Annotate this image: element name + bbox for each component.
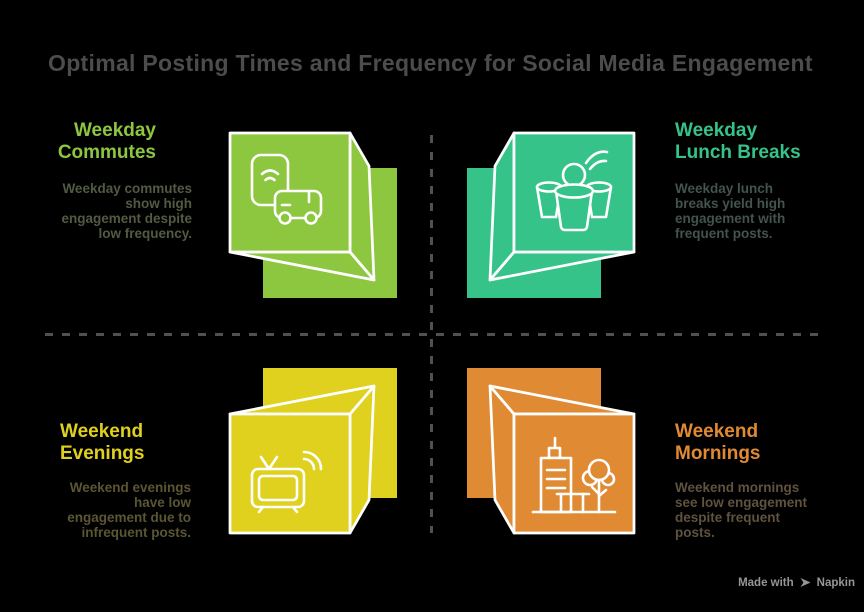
body-weekend-mornings: Weekend mornings see low engagement desp… <box>675 480 808 540</box>
napkin-logo-icon <box>800 578 811 587</box>
body-weekday-lunch-breaks: Weekday lunch breaks yield high engageme… <box>675 181 786 241</box>
icon-box-weekday-lunch-breaks <box>464 128 636 300</box>
tv-with-signal-icon <box>250 450 323 514</box>
cube-shape <box>228 368 397 535</box>
heading-weekday-commutes: Weekday Commutes <box>57 120 156 163</box>
vertical-dashed-divider <box>430 135 433 533</box>
icon-box-weekend-mornings <box>464 366 636 538</box>
heading-weekday-lunch-breaks: Weekday Lunch Breaks <box>675 120 801 163</box>
city-building-tree-bench-icon <box>531 436 617 514</box>
phone-and-bus-icon <box>250 153 323 225</box>
icon-box-weekend-evenings <box>228 366 400 538</box>
heading-weekend-evenings: Weekend Evenings <box>60 421 145 464</box>
icon-box-weekday-commutes <box>228 128 400 300</box>
heading-weekend-mornings: Weekend Mornings <box>675 421 761 464</box>
body-weekend-evenings: Weekend evenings have low engagement due… <box>67 480 191 540</box>
watermark-prefix: Made with <box>738 576 794 589</box>
made-with-napkin-watermark[interactable]: Made with Napkin <box>738 576 855 589</box>
page-title: Optimal Posting Times and Frequency for … <box>48 50 813 76</box>
lunch-group-cups-icon <box>535 150 613 232</box>
body-weekday-commutes: Weekday commutes show high engagement de… <box>61 181 192 241</box>
watermark-brand: Napkin <box>816 576 855 589</box>
